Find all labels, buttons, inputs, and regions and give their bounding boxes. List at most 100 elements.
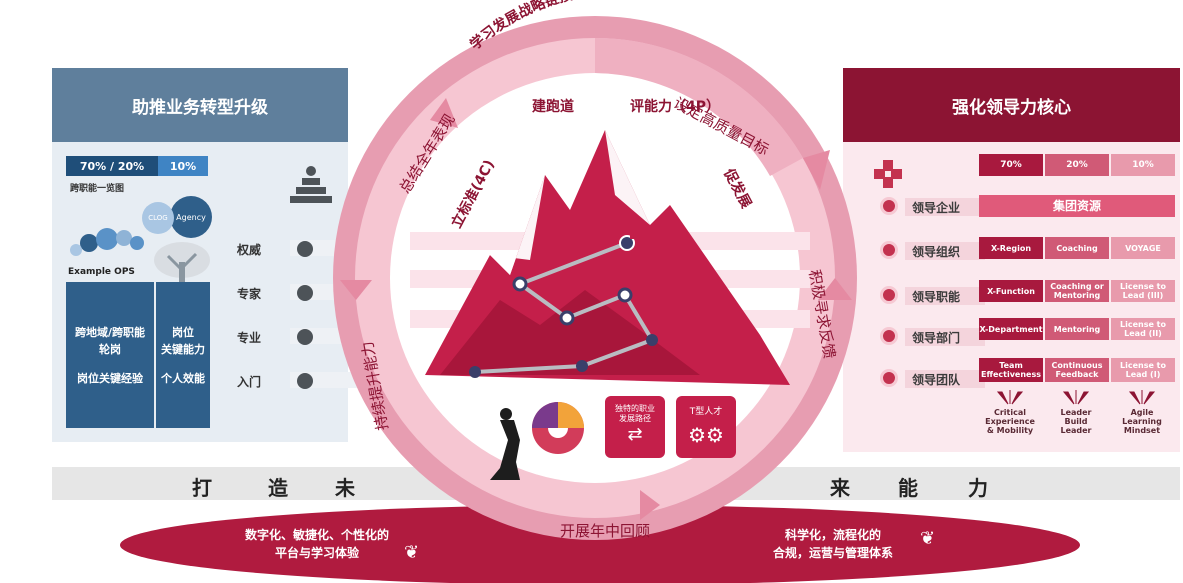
left-dark-col-2: 岗位 关键能力 个人效能 xyxy=(156,282,210,428)
footer-line: Learning xyxy=(1122,417,1162,426)
row-stripe xyxy=(905,328,985,346)
footer-line: Leader xyxy=(1060,408,1092,417)
career-path-badge: 独特的职业 发展路径 ⇄ xyxy=(605,396,665,458)
badge-line: T型人才 xyxy=(689,407,723,417)
cell-team-effectiveness: Team Effectiveness xyxy=(979,358,1043,382)
bubble xyxy=(70,244,82,256)
leader-icon xyxy=(880,197,898,215)
ring-arrow-head xyxy=(340,280,372,300)
shuffle-icon: ⇄ xyxy=(627,424,643,445)
leader-icon xyxy=(880,286,898,304)
label-assess-4p: 评能力（4P） xyxy=(630,99,721,115)
label-build-runway: 建跑道 xyxy=(532,99,574,115)
platform-right-text: 科学化，流程化的 合规，运营与管理体系 xyxy=(748,526,918,562)
badge-line: 独特的职业 xyxy=(615,404,655,413)
cell-license-1: License to Lead (I) xyxy=(1111,358,1175,382)
header-10: 10% xyxy=(1111,154,1175,176)
path-node xyxy=(559,310,575,326)
svg-text:学习发展战略链接人才战略: 学习发展战略链接人才战略 xyxy=(467,0,631,53)
footer-line: Critical xyxy=(993,408,1026,417)
footer-line: Mindset xyxy=(1123,426,1161,435)
col1-line1: 跨地域/跨职能 xyxy=(74,325,146,339)
path-node xyxy=(576,360,588,372)
level-label-authority: 权威 xyxy=(237,243,262,257)
ring-arrow-head xyxy=(803,150,830,190)
col1-line2: 轮岗 xyxy=(99,342,121,356)
band-char: 力 xyxy=(968,476,988,500)
col2-line1: 岗位 xyxy=(172,325,194,339)
leaf-icon xyxy=(1062,390,1090,405)
pyramid-stack-icon xyxy=(290,166,332,203)
level-label-expert: 专家 xyxy=(237,287,262,301)
row-label-department: 领导部门 xyxy=(912,331,961,345)
ring-arrow-head xyxy=(818,278,852,300)
cell-x-region: X-Region xyxy=(979,237,1043,259)
footer-agile-learning: Agile Learning Mindset xyxy=(1112,408,1172,435)
footer-line: Build xyxy=(1064,417,1088,426)
lotus-icon: ❦ xyxy=(404,542,420,563)
ellipse-line: 科学化，流程化的 xyxy=(784,528,881,542)
path-node xyxy=(646,334,658,346)
footer-line: Experience xyxy=(985,417,1035,426)
row-label-enterprise: 领导企业 xyxy=(912,201,961,215)
cell-x-department: X-Department xyxy=(979,318,1043,340)
band-char: 能 xyxy=(898,476,918,500)
cell-continuous-feedback: Continuous Feedback xyxy=(1045,358,1109,382)
band-char: 打 xyxy=(192,476,212,500)
ring-arrow-head xyxy=(640,490,660,520)
header-20: 20% xyxy=(1045,154,1109,176)
ellipse-line: 数字化、敏捷化、个性化的 xyxy=(244,528,389,542)
clog-bubble: CLOG xyxy=(142,202,174,234)
cell-mentoring: Mentoring xyxy=(1045,318,1109,340)
row-stripe xyxy=(905,370,985,388)
row-label-team: 领导团队 xyxy=(912,373,961,387)
person-icon xyxy=(297,241,313,257)
bubble-cluster: Agency CLOG xyxy=(70,196,220,268)
bubble xyxy=(80,234,98,252)
bubble xyxy=(130,236,144,250)
person-icon xyxy=(297,373,313,389)
ellipse-line: 合规，运营与管理体系 xyxy=(772,546,893,560)
ring-arrow-head xyxy=(430,98,458,128)
footer-leader-build-leader: Leader Build Leader xyxy=(1046,408,1106,435)
footer-line: & Mobility xyxy=(986,426,1034,435)
platform-left-text: 数字化、敏捷化、个性化的 平台与学习体验 xyxy=(212,526,422,562)
pct-secondary-box: 10% xyxy=(158,156,208,176)
footer-line: Agile xyxy=(1130,408,1154,417)
mountain-snow xyxy=(490,130,650,275)
level-label-professional: 专业 xyxy=(237,331,262,345)
hiker-icon xyxy=(490,420,520,480)
leader-icon xyxy=(880,369,898,387)
cell-coaching-mentoring: Coaching or Mentoring xyxy=(1045,280,1109,302)
t-talent-badge: T型人才 ⚙⚙ xyxy=(676,396,736,458)
gears-icon: ⚙⚙ xyxy=(688,423,724,447)
cell-x-function: X-Function xyxy=(979,280,1043,302)
path-node xyxy=(469,366,481,378)
ellipse-line: 平台与学习体验 xyxy=(274,546,359,560)
person-icon xyxy=(297,329,313,345)
bubble xyxy=(116,230,132,246)
group-resource-cell: 集团资源 xyxy=(979,195,1175,217)
left-dark-col-1: 跨地域/跨职能 轮岗 岗位关键经验 xyxy=(66,282,154,428)
plus-cross-icon xyxy=(874,160,902,188)
leader-icon xyxy=(880,327,898,345)
summit-flag xyxy=(630,232,640,239)
cell-license-2: License to Lead (II) xyxy=(1111,318,1175,340)
path-node xyxy=(617,287,633,303)
path-node xyxy=(512,276,528,292)
footer-critical-experience: Critical Experience & Mobility xyxy=(980,408,1040,435)
cell-voyage: VOYAGE xyxy=(1111,237,1175,259)
path-node xyxy=(619,235,635,251)
col2-line2: 关键能力 xyxy=(161,342,205,356)
ring-top-label: 学习发展战略链接人才战略 xyxy=(467,0,631,53)
footer-line: Leader xyxy=(1060,426,1092,435)
leaf-icon xyxy=(996,390,1024,405)
row-stripe xyxy=(905,242,985,260)
left-panel-title: 助推业务转型升级 xyxy=(52,68,348,142)
badge-line: 发展路径 xyxy=(619,414,651,423)
level-label-entry: 入门 xyxy=(237,375,262,389)
band-char: 造 xyxy=(268,476,288,500)
mountain-front xyxy=(440,290,700,375)
cell-coaching: Coaching xyxy=(1045,237,1109,259)
